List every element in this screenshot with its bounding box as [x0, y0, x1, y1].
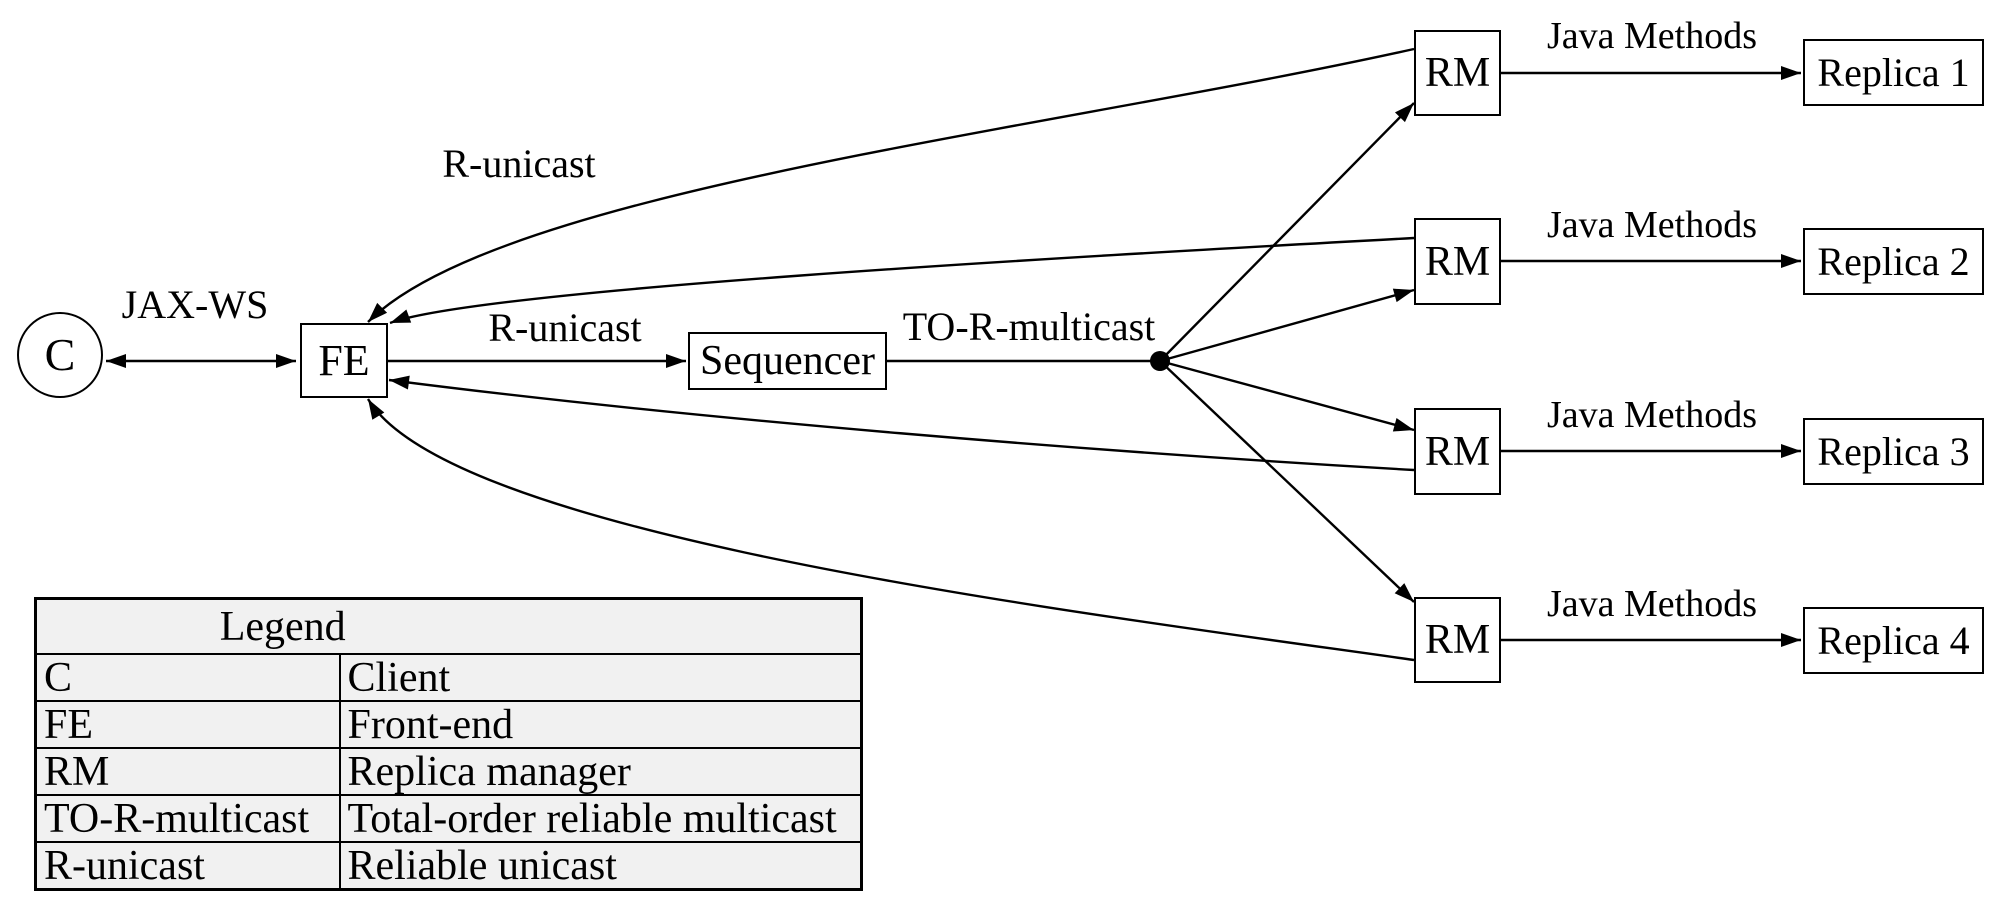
- replica-node-4: Replica 4: [1803, 607, 1984, 674]
- to-r-multicast-edge-label: TO-R-multicast: [902, 304, 1156, 349]
- legend-row-client: C Client: [34, 653, 863, 702]
- rm-node-4: RM: [1414, 597, 1501, 683]
- client-node-label: C: [44, 329, 76, 380]
- legend-table: Legend C Client FE Front-end RM Replica …: [34, 597, 864, 891]
- replica-node-3-label: Replica 3: [1817, 428, 1970, 474]
- edge-junction-rm3: [1159, 359, 1415, 432]
- rm-node-1: RM: [1414, 30, 1501, 116]
- rm-node-4-label: RM: [1424, 617, 1491, 663]
- java-methods-edge-label-2: Java Methods: [1546, 204, 1758, 246]
- edge-junction-rm4: [1159, 360, 1415, 603]
- front-end-node: FE: [300, 323, 388, 398]
- sequencer-node: Sequencer: [688, 332, 887, 390]
- legend-row-front-end: FE Front-end: [34, 700, 863, 749]
- rm-node-2: RM: [1414, 218, 1501, 305]
- legend-title: Legend: [219, 603, 346, 650]
- java-methods-edge-label-1: Java Methods: [1546, 15, 1758, 57]
- replica-node-1-label: Replica 1: [1817, 49, 1970, 95]
- legend-row-r-unicast: R-unicast Reliable unicast: [34, 841, 863, 891]
- legend-definition-r-unicast: Reliable unicast: [338, 841, 863, 891]
- rm-node-2-label: RM: [1424, 238, 1491, 285]
- r-unicast-forward-edge-label: R-unicast: [488, 305, 642, 350]
- replica-node-3: Replica 3: [1803, 418, 1984, 485]
- legend-definition-front-end: Front-end: [338, 700, 863, 749]
- r-unicast-return-edge-label: R-unicast: [442, 141, 596, 186]
- legend-definition-to-r-multicast: Total-order reliable multicast: [338, 794, 863, 843]
- replica-node-1: Replica 1: [1803, 39, 1984, 106]
- edge-junction-rm2: [1159, 288, 1415, 363]
- jax-ws-edge-label: JAX-WS: [121, 282, 269, 327]
- front-end-node-label: FE: [318, 335, 370, 385]
- rm-node-1-label: RM: [1424, 50, 1491, 96]
- legend-definition-replica-manager: Replica manager: [338, 747, 863, 796]
- edge-rm4-fe-return: [366, 398, 1415, 662]
- edge-junction-rm1: [1159, 102, 1415, 362]
- edge-rm1-fe-return: [367, 47, 1415, 323]
- sequencer-node-label: Sequencer: [700, 338, 875, 384]
- legend-term-replica-manager: RM: [34, 747, 341, 796]
- legend-term-to-r-multicast: TO-R-multicast: [34, 794, 341, 843]
- legend-row-replica-manager: RM Replica manager: [34, 747, 863, 796]
- edge-rm2-fe-return: [389, 236, 1415, 325]
- replica-node-2: Replica 2: [1803, 228, 1984, 295]
- legend-term-front-end: FE: [34, 700, 341, 749]
- client-node: C: [17, 312, 103, 398]
- rm-node-3-label: RM: [1424, 428, 1491, 475]
- replica-node-2-label: Replica 2: [1817, 238, 1970, 284]
- edge-rm3-fe-return: [388, 375, 1415, 472]
- legend-row-to-r-multicast: TO-R-multicast Total-order reliable mult…: [34, 794, 863, 843]
- java-methods-edge-label-4: Java Methods: [1546, 583, 1758, 625]
- replica-node-4-label: Replica 4: [1817, 617, 1970, 663]
- rm-node-3: RM: [1414, 408, 1501, 495]
- legend-definition-client: Client: [338, 653, 863, 702]
- java-methods-edge-label-3: Java Methods: [1546, 394, 1758, 436]
- legend-term-client: C: [34, 653, 341, 702]
- legend-header-cell: Legend: [34, 597, 863, 655]
- legend-term-r-unicast: R-unicast: [34, 841, 341, 891]
